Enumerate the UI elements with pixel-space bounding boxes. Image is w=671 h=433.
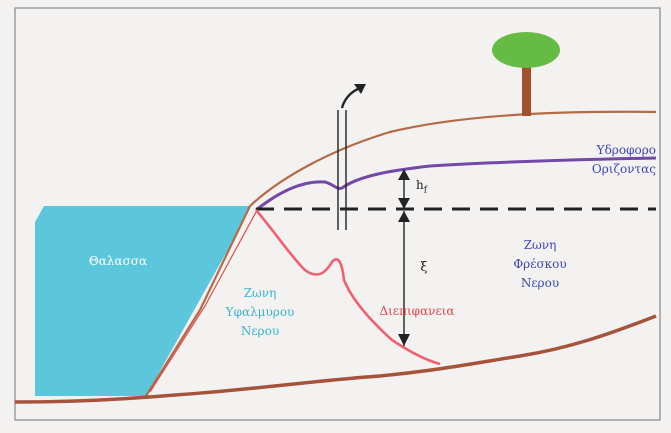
water-table-line-2: Οριζοντας: [546, 160, 656, 179]
freshwater-zone-line-2: Φρέσκου: [490, 255, 590, 274]
hf-label: hf: [416, 176, 442, 200]
saltwater-zone-label: Ζωνη Υφαλμυρου Νερου: [210, 284, 310, 341]
hf-main: h: [416, 178, 424, 192]
tree-trunk: [522, 60, 531, 116]
pump-arrow-shaft: [342, 88, 360, 108]
xi-label: ξ: [414, 258, 434, 277]
hf-subscript: f: [424, 185, 427, 195]
saltwater-zone-line-2: Υφαλμυρου: [210, 303, 310, 322]
water-table-label: Υδροφορο Οριζοντας: [546, 141, 656, 179]
interface-label: Διεπιφανεια: [362, 302, 472, 321]
saltwater-zone-line-3: Νερου: [210, 322, 310, 341]
tree-canopy: [492, 32, 560, 68]
freshwater-zone-line-1: Ζωνη: [490, 236, 590, 255]
freshwater-zone-line-3: Νερου: [490, 274, 590, 293]
hf-arrow-bottom: [398, 198, 410, 209]
water-table-line-1: Υδροφορο: [546, 141, 656, 160]
sea-label: Θαλασσα: [58, 252, 178, 271]
freshwater-zone-label: Ζωνη Φρέσκου Νερου: [490, 236, 590, 293]
xi-arrow-top: [398, 211, 410, 222]
saltwater-zone-line-1: Ζωνη: [210, 284, 310, 303]
